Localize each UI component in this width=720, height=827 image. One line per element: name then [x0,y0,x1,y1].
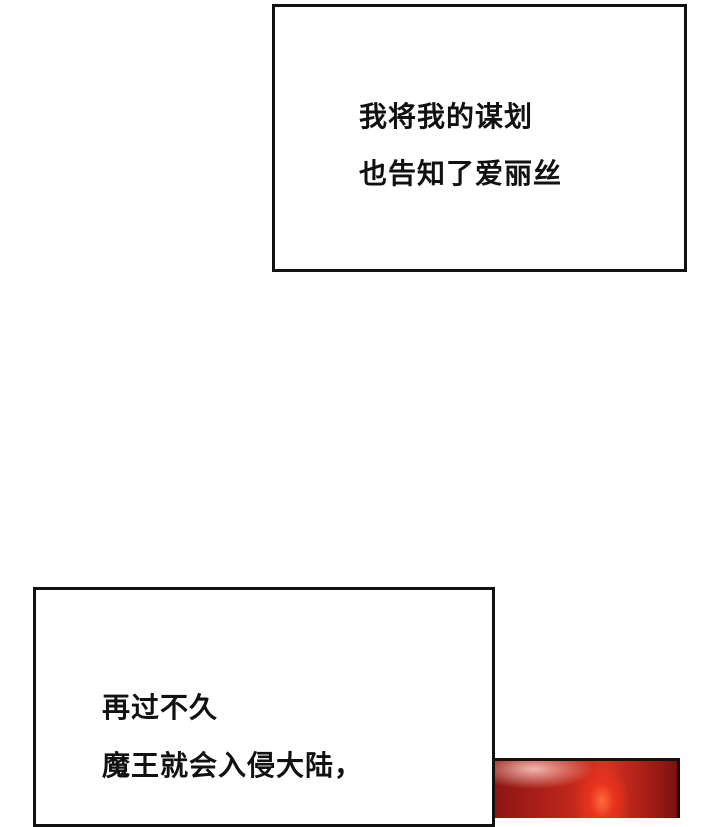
caption-top-line-2: 也告知了爱丽丝 [359,157,563,190]
caption-bottom-line-1: 再过不久 [102,691,219,724]
caption-bottom-line-2: 魔王就会入侵大陆， [102,749,364,782]
fire-panel-image [494,758,680,818]
caption-box-top: 我将我的谋划 也告知了爱丽丝 [272,4,687,272]
caption-top-line-1: 我将我的谋划 [359,100,534,133]
caption-box-bottom: 再过不久 魔王就会入侵大陆， [33,587,495,827]
